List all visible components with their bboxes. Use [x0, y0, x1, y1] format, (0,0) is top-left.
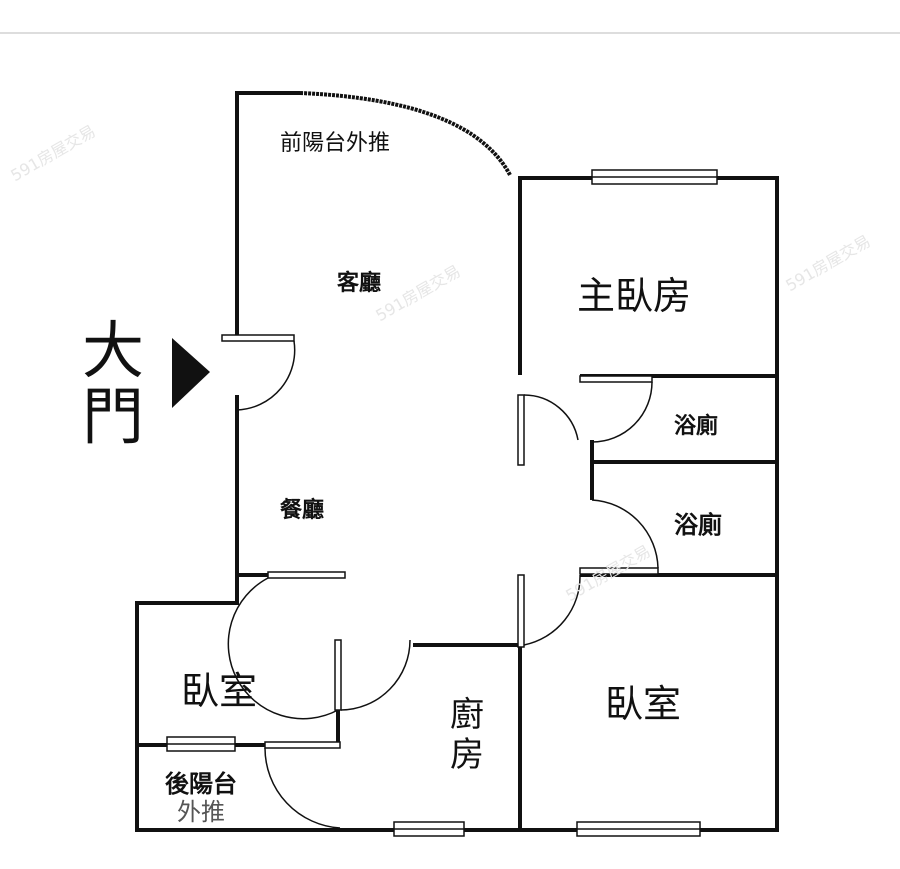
main-door-char: 大	[82, 314, 145, 387]
label-bedroom-left: 臥室	[181, 669, 258, 713]
windows	[166, 169, 718, 837]
label-dining-room: 餐廳	[280, 498, 325, 523]
label-bathroom-2: 浴廁	[674, 511, 722, 539]
door-leaves	[221, 334, 659, 749]
label-bedroom-right: 臥室	[605, 682, 682, 726]
kitchen-char: 房	[450, 735, 484, 775]
main-door-char: 門	[82, 380, 145, 453]
label-main-door: 大 門	[82, 318, 144, 450]
label-rear-balcony: 後陽台 外推	[165, 770, 237, 826]
entrance-arrow-icon	[172, 338, 210, 408]
rear-balcony-line: 後陽台	[165, 770, 237, 798]
door-swings	[227, 340, 659, 829]
label-living-room: 客廳	[337, 271, 382, 296]
label-master-bedroom: 主臥房	[577, 274, 692, 318]
label-front-balcony: 前陽台外推	[280, 131, 391, 156]
label-bathroom-1: 浴廁	[674, 414, 719, 439]
kitchen-char: 廚	[450, 695, 484, 735]
label-kitchen: 廚 房	[450, 695, 484, 775]
rear-balcony-line: 外推	[177, 798, 225, 826]
